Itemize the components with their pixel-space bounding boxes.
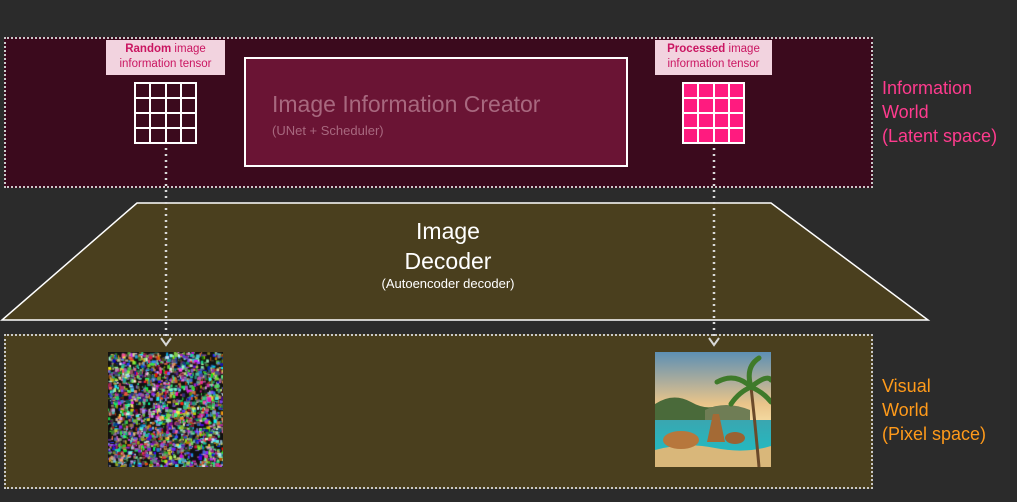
processed-tensor-grid	[682, 82, 745, 144]
decoder-title: Image Decoder	[404, 218, 492, 274]
information-world-label: Information World (Latent space)	[882, 78, 998, 146]
random-tensor-label: Random image information tensor	[106, 40, 225, 75]
processed-label-bold: Processed	[667, 43, 726, 55]
random-noise-image	[108, 352, 223, 467]
visual-world-label: Visual World (Pixel space)	[882, 376, 987, 444]
random-label-rest: image information tensor	[119, 43, 212, 70]
random-label-bold: Random	[125, 43, 172, 55]
creator-title: Image Information Creator	[272, 91, 541, 117]
image-decoder-shape	[0, 202, 931, 321]
random-arrowhead	[160, 337, 172, 347]
image-information-creator-box: Image Information Creator (UNet + Schedu…	[244, 57, 628, 167]
tropical-beach-image	[655, 352, 771, 467]
creator-subtitle: (UNet + Scheduler)	[272, 123, 384, 138]
processed-tensor-label: Processed image information tensor	[655, 40, 772, 75]
decoder-subtitle: (Autoencoder decoder)	[381, 276, 515, 291]
random-tensor-grid	[134, 82, 197, 144]
processed-label-rest: image information tensor	[667, 43, 760, 70]
processed-arrowhead	[708, 337, 720, 347]
